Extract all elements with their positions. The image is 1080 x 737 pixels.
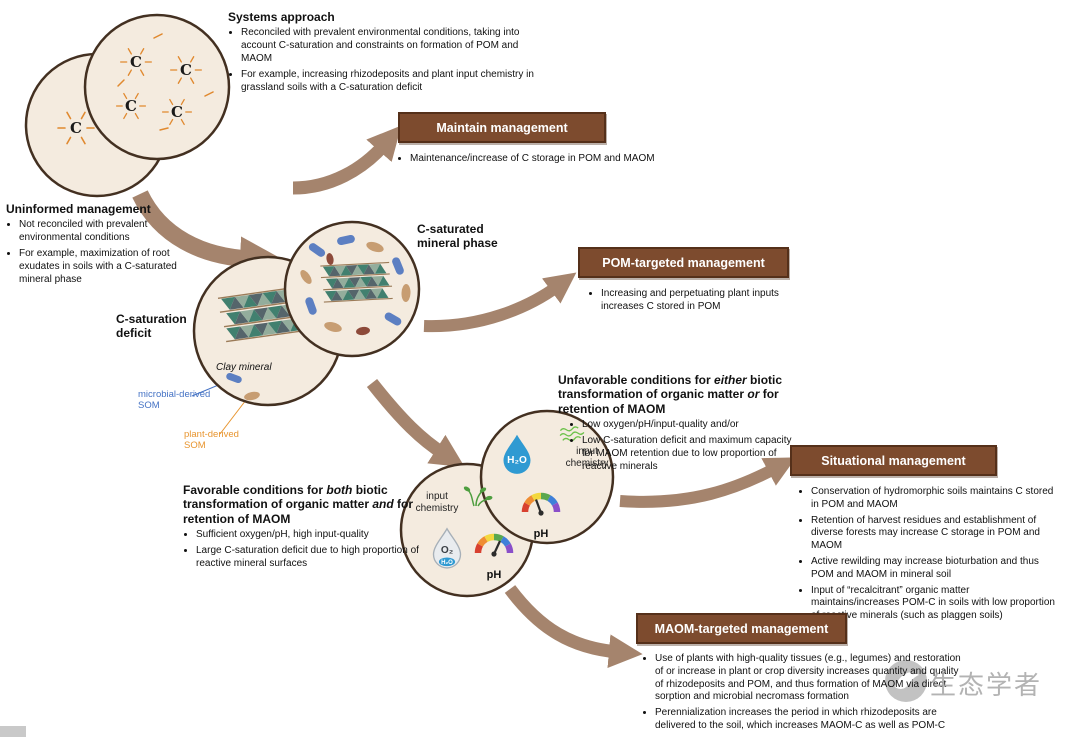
maintain-bullets: Maintenance/increase of C storage in POM… bbox=[397, 153, 707, 166]
o2-label: O₂ bbox=[441, 545, 453, 556]
bullet-item: Low oxygen/pH/input-quality and/or bbox=[582, 419, 793, 432]
input-chemistry-label-favorable: input chemistry bbox=[415, 491, 459, 514]
maom-management-box: MAOM-targeted management bbox=[636, 613, 847, 644]
bullet-item: Conservation of hydromorphic soils maint… bbox=[811, 486, 1060, 512]
favorable-title: Favorable conditions for both biotic tra… bbox=[183, 483, 414, 526]
situational-management-box: Situational management bbox=[790, 445, 997, 476]
arrow-to-maintain bbox=[292, 125, 402, 195]
pom-management-label: POM-targeted management bbox=[602, 255, 765, 270]
condition-circles: H₂O pH bbox=[399, 409, 615, 598]
bullet-item: For example, maximization of root exudat… bbox=[19, 248, 202, 286]
bullet-item: Use of plants with high-quality tissues … bbox=[655, 653, 962, 704]
plant-som-blob bbox=[244, 391, 260, 401]
microbial-som-blob bbox=[226, 372, 242, 384]
carbon-symbol: C bbox=[171, 103, 183, 121]
ph-gauge-unfavorable-icon bbox=[525, 496, 557, 516]
bullet-item: For example, increasing rhizodeposits an… bbox=[241, 69, 548, 95]
bullet-item: Large C-saturation deficit due to high p… bbox=[196, 545, 425, 571]
arrow-to-pom bbox=[423, 272, 577, 333]
maintain-bullets-block: Maintenance/increase of C storage in POM… bbox=[397, 150, 707, 169]
pom-bullets-block: Increasing and perpetuating plant inputs… bbox=[588, 285, 813, 317]
carbon-symbol: C bbox=[180, 61, 192, 79]
clay-mineral-label: Clay mineral bbox=[216, 362, 272, 373]
maintain-management-box: Maintain management bbox=[398, 112, 606, 143]
bullet-item: Retention of harvest residues and establ… bbox=[811, 515, 1060, 553]
soil-circle-front bbox=[83, 13, 231, 161]
unfavorable-block: Unfavorable conditions for either biotic… bbox=[558, 373, 793, 476]
mineral-circles bbox=[192, 220, 421, 407]
maom-bullets: Use of plants with high-quality tissues … bbox=[642, 653, 962, 733]
bullet-item: Low C-saturation deficit and maximum cap… bbox=[582, 435, 793, 473]
plant-som-leader-line bbox=[219, 399, 247, 435]
systems-approach-block: Systems approach Reconciled with prevale… bbox=[228, 10, 548, 97]
h2o-droplet-icon: H₂O bbox=[503, 434, 531, 474]
systems-approach-title: Systems approach bbox=[228, 10, 335, 24]
ph-gauge-favorable-icon bbox=[478, 537, 510, 557]
plant-sprigs-icon bbox=[463, 486, 493, 507]
bullet-item: Not reconciled with prevalent environmen… bbox=[19, 219, 202, 245]
watermark-text: 生态学者 bbox=[930, 670, 1043, 700]
systems-approach-bullets: Reconciled with prevalent environmental … bbox=[228, 27, 548, 94]
carbon-symbol: C bbox=[130, 53, 142, 71]
h2o-small-label: H₂O bbox=[441, 560, 453, 566]
maom-bullets-block: Use of plants with high-quality tissues … bbox=[642, 650, 962, 736]
ph-label: pH bbox=[487, 569, 502, 581]
pom-management-box: POM-targeted management bbox=[578, 247, 789, 278]
situational-bullets: Conservation of hydromorphic soils maint… bbox=[798, 486, 1060, 623]
favorable-block: Favorable conditions for both biotic tra… bbox=[183, 483, 425, 574]
bullet-item: Maintenance/increase of C storage in POM… bbox=[410, 153, 707, 166]
uninformed-block: Uninformed management Not reconciled wit… bbox=[6, 202, 202, 289]
arrow-to-situational bbox=[619, 457, 797, 508]
carbon-symbol: C bbox=[70, 119, 82, 137]
maom-blobs bbox=[300, 234, 411, 336]
arrow-uninformed-to-minerals bbox=[132, 190, 285, 281]
watermark-logo bbox=[885, 660, 927, 702]
input-chemistry-label-unfavorable: input chemistry bbox=[565, 446, 609, 469]
uninformed-bullets: Not reconciled with prevalent environmen… bbox=[6, 219, 202, 286]
bullet-item: Active rewilding may increase bioturbati… bbox=[811, 556, 1060, 582]
maintain-management-label: Maintain management bbox=[436, 120, 568, 135]
arrow-to-maom bbox=[504, 585, 643, 669]
plant-som-label: plant-derived SOM bbox=[184, 429, 239, 451]
h2o-label: H₂O bbox=[507, 455, 527, 466]
ph-label: pH bbox=[534, 528, 549, 540]
unfavorable-title: Unfavorable conditions for either biotic… bbox=[558, 373, 783, 416]
arrow-minerals-to-conditions bbox=[366, 378, 465, 468]
bullet-item: Perennialization increases the period in… bbox=[655, 707, 962, 733]
top-soil-circles: C C C C C bbox=[24, 13, 231, 198]
pom-bullets: Increasing and perpetuating plant inputs… bbox=[588, 288, 813, 314]
o2-droplet-icon: O₂ H₂O bbox=[432, 528, 462, 569]
c-saturation-deficit-label: C-saturation deficit bbox=[116, 312, 187, 341]
situational-management-label: Situational management bbox=[821, 453, 966, 468]
clay-mineral-saturated-icon bbox=[320, 261, 393, 303]
corner-scroll-fragment bbox=[0, 726, 26, 737]
c-saturated-label: C-saturated mineral phase bbox=[417, 222, 498, 251]
uninformed-title: Uninformed management bbox=[6, 202, 151, 216]
carbon-dashes bbox=[117, 33, 214, 131]
maom-management-label: MAOM-targeted management bbox=[654, 621, 829, 636]
unfavorable-bullets: Low oxygen/pH/input-quality and/orLow C-… bbox=[558, 419, 793, 473]
bullet-item: Increasing and perpetuating plant inputs… bbox=[601, 288, 813, 314]
bullet-item: Reconciled with prevalent environmental … bbox=[241, 27, 548, 65]
microbial-som-label: microbial-derived SOM bbox=[138, 389, 211, 411]
favorable-bullets: Sufficient oxygen/pH, high input-quality… bbox=[183, 529, 425, 570]
low-quality-input-scribble-icon bbox=[559, 426, 585, 442]
situational-bullets-block: Conservation of hydromorphic soils maint… bbox=[798, 483, 1060, 626]
bullet-item: Input of “recalcitrant” organic matter m… bbox=[811, 585, 1060, 623]
carbon-symbol: C bbox=[125, 97, 137, 115]
bullet-item: Sufficient oxygen/pH, high input-quality bbox=[196, 529, 425, 542]
